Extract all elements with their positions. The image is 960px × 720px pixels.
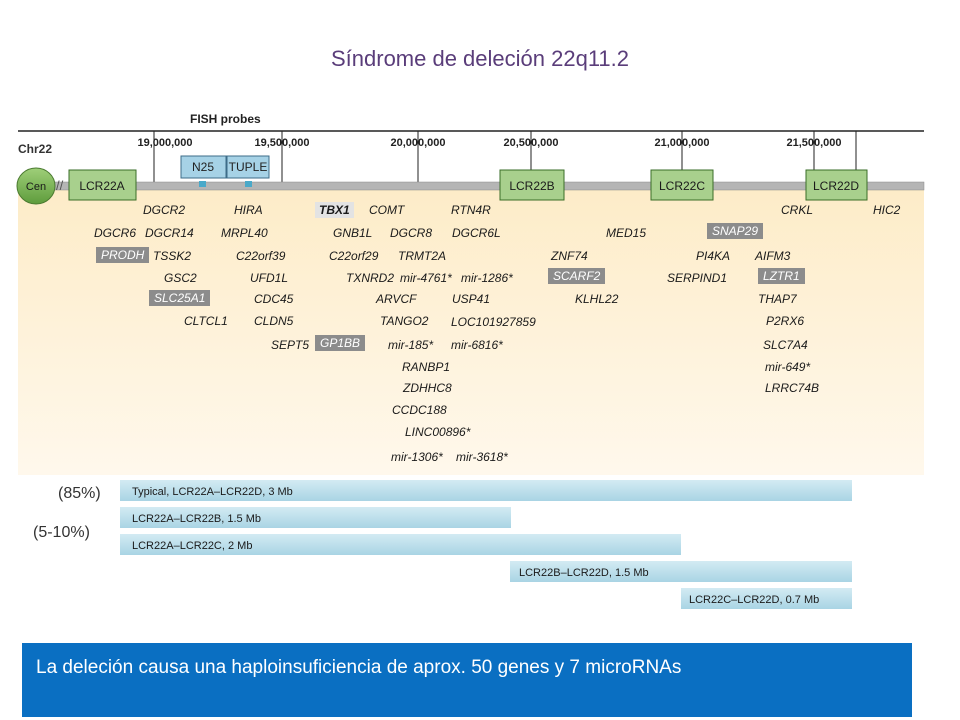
gene-label: ARVCF	[376, 292, 417, 306]
fish-probe-tuple	[226, 155, 270, 179]
deletion-label: LCR22C–LCR22D, 0.7 Mb	[689, 594, 819, 606]
gene-label: DGCR2	[143, 203, 186, 217]
gene-label: DGCR6L	[452, 226, 501, 240]
summary-text: La deleción causa una haploinsuficiencia…	[36, 657, 682, 678]
gene-label: UFD1L	[250, 271, 289, 285]
gene-label: TSSK2	[153, 249, 192, 263]
gene-label-boxed: PRODH	[96, 247, 150, 263]
gene-label: CRKL	[781, 203, 814, 217]
gene-label: DGCR8	[390, 226, 433, 240]
deletion-bar-b-d	[510, 561, 852, 582]
gene-label-boxed: SLC25A1	[149, 290, 211, 306]
centromere	[16, 167, 56, 205]
deletion-bar-a-b	[120, 507, 511, 528]
position-label: 21,500,000	[786, 137, 841, 149]
percentage-typical: (85%)	[58, 485, 101, 502]
fish-probes-heading: FISH probes	[190, 112, 261, 126]
fish-probe-marker	[245, 181, 252, 187]
deletion-label: LCR22A–LCR22B, 1.5 Mb	[132, 513, 261, 525]
gene-label: HIC2	[873, 203, 901, 217]
gene-label: TANGO2	[380, 314, 429, 328]
deletion-bar-c-d	[681, 588, 852, 609]
gene-label: mir-1306*	[391, 450, 443, 464]
gene-label: SERPIND1	[667, 271, 728, 285]
deletion-bar-a-c	[120, 534, 681, 555]
gene-label: ZDHHC8	[403, 381, 452, 395]
deletion-label: Typical, LCR22A–LCR22D, 3 Mb	[132, 486, 293, 498]
gene-label-highlighted: TBX1	[315, 202, 354, 218]
gene-label: CCDC188	[392, 403, 447, 417]
gene-label: C22orf29	[329, 249, 379, 263]
gene-label: ZNF74	[551, 249, 588, 263]
gene-label: LINC00896*	[405, 425, 471, 439]
lcr-label: LCR22C	[659, 179, 705, 193]
gene-label: CLTCL1	[184, 314, 228, 328]
position-label: 19,000,000	[137, 137, 192, 149]
lcr-label: LCR22D	[813, 179, 859, 193]
position-label: 19,500,000	[254, 137, 309, 149]
position-label: 20,000,000	[390, 137, 445, 149]
gene-label: HIRA	[234, 203, 263, 217]
gene-label: DGCR14	[145, 226, 194, 240]
gene-label: P2RX6	[766, 314, 805, 328]
gene-label: mir-4761*	[400, 271, 452, 285]
position-label: 20,500,000	[503, 137, 558, 149]
fish-probe-n25	[180, 155, 227, 179]
gene-label: CDC45	[254, 292, 294, 306]
percentage-atypical: (5-10%)	[33, 524, 90, 541]
chromosome-break: //	[56, 178, 64, 193]
summary-banner: La deleción causa una haploinsuficiencia…	[22, 643, 912, 717]
gene-label-boxed: GP1BB	[315, 335, 366, 351]
gene-label: GNB1L	[333, 226, 373, 240]
gene-label: AIFM3	[755, 249, 791, 263]
gene-label: C22orf39	[236, 249, 286, 263]
lcr-block-c	[650, 169, 714, 201]
gene-label: mir-649*	[765, 360, 811, 374]
deletion-label: LCR22A–LCR22C, 2 Mb	[132, 540, 252, 552]
gene-label: LOC101927859	[451, 315, 536, 329]
deletion-label: LCR22B–LCR22D, 1.5 Mb	[519, 567, 649, 579]
gene-label-boxed: SCARF2	[548, 268, 606, 284]
gene-label: mir-185*	[388, 338, 434, 352]
gene-label: mir-1286*	[461, 271, 513, 285]
gene-label: DGCR6	[94, 226, 137, 240]
gene-label: RTN4R	[451, 203, 491, 217]
gene-label: PI4KA	[696, 249, 731, 263]
gene-label: THAP7	[758, 292, 797, 306]
centromere-label: Cen	[26, 181, 46, 193]
lcr-block-a	[68, 169, 137, 201]
gene-label: mir-3618*	[456, 450, 508, 464]
gene-label: MRPL40	[221, 226, 268, 240]
gene-label: MED15	[606, 226, 647, 240]
position-label: 21,000,000	[654, 137, 709, 149]
gene-label: GSC2	[164, 271, 197, 285]
fish-probe-label: TUPLE	[229, 160, 268, 174]
gene-label: SEPT5	[271, 338, 310, 352]
gene-label: TRMT2A	[398, 249, 446, 263]
fish-probe-marker	[199, 181, 206, 187]
fish-probe-label: N25	[192, 160, 214, 174]
gene-label: CLDN5	[254, 314, 294, 328]
gene-label: RANBP1	[402, 360, 451, 374]
gene-label: SLC7A4	[763, 338, 808, 352]
gene-label: USP41	[452, 292, 491, 306]
chromosome-label: Chr22	[18, 142, 52, 156]
deletion-bar-typical	[120, 480, 852, 501]
gene-label-boxed: LZTR1	[758, 268, 805, 284]
chromosome-band	[51, 181, 925, 191]
gene-label: COMT	[369, 203, 405, 217]
gene-label: TXNRD2	[346, 271, 395, 285]
lcr-block-b	[499, 169, 565, 201]
lcr-block-d	[805, 169, 868, 201]
gene-label-boxed: SNAP29	[707, 223, 764, 239]
gene-region-background	[18, 190, 924, 475]
lcr-label: LCR22A	[79, 179, 124, 193]
slide-title: Síndrome de deleción 22q11.2	[330, 46, 630, 71]
gene-label: KLHL22	[575, 292, 619, 306]
gene-label: LRRC74B	[765, 381, 820, 395]
lcr-label: LCR22B	[509, 179, 554, 193]
gene-label: mir-6816*	[451, 338, 503, 352]
